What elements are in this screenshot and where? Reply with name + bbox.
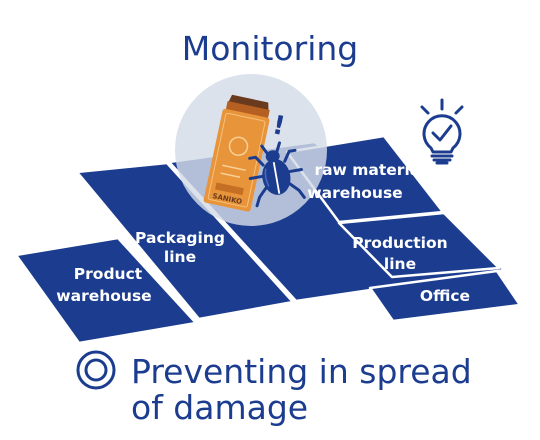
caption-line-2: of damage bbox=[131, 388, 308, 427]
label-product-warehouse-2: warehouse bbox=[56, 287, 151, 305]
lightbulb-check-icon bbox=[420, 98, 464, 165]
label-production-line: Production bbox=[352, 234, 447, 252]
caption-line-1: Preventing in spread bbox=[131, 352, 472, 391]
zone-packaging-line bbox=[75, 161, 295, 321]
diagram-title: Monitoring bbox=[182, 29, 358, 68]
label-product-warehouse: Product bbox=[74, 265, 143, 283]
label-packaging-line: Packaging bbox=[135, 229, 225, 247]
zone-office bbox=[368, 269, 522, 323]
coffee-package-icon bbox=[203, 94, 270, 212]
label-raw-material-warehouse: raw material bbox=[314, 161, 425, 179]
double-circle-icon bbox=[76, 350, 116, 390]
label-raw-material-warehouse-2: warehouse bbox=[307, 184, 402, 202]
floor-plan bbox=[14, 134, 522, 345]
zone-product-warehouse bbox=[14, 236, 198, 345]
zone-production-line bbox=[337, 211, 501, 279]
label-packaging-line-2: line bbox=[164, 248, 196, 266]
label-production-line-2: line bbox=[384, 255, 416, 273]
label-office: Office bbox=[420, 287, 470, 305]
beetle-icon bbox=[248, 141, 306, 208]
